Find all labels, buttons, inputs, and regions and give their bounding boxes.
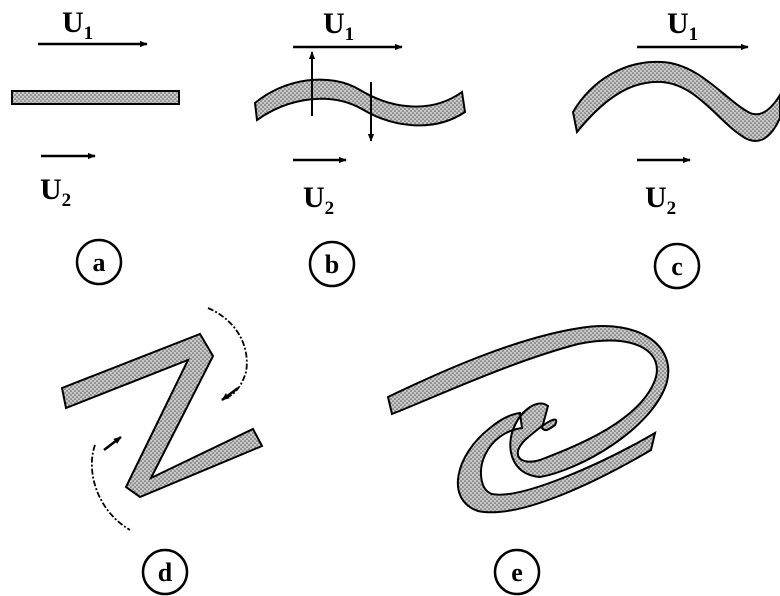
panel-label-c: c: [671, 252, 683, 281]
rotation-curve-right: [207, 307, 248, 398]
shear-layer-wave: [253, 78, 467, 127]
lower-velocity-label: U2: [40, 173, 71, 211]
panel-c: U1 U2 c: [571, 7, 780, 290]
shear-layer-wave-grown: [571, 60, 780, 142]
rotation-arrow-right: [221, 387, 239, 401]
rotation-curve-left: [91, 444, 131, 531]
panel-a: U1 U2 a: [11, 6, 180, 286]
shear-layer-flat: [11, 90, 180, 105]
upper-velocity-label: U1: [323, 7, 354, 45]
panel-label-b: b: [325, 250, 339, 279]
lower-velocity-label: U2: [303, 181, 334, 219]
panel-label-e: e: [511, 558, 523, 587]
shear-layer-rollup-vortex: [386, 325, 670, 514]
rotation-arrow-left: [103, 436, 122, 451]
panel-e: e: [386, 325, 670, 596]
panel-label-circle: [308, 240, 356, 288]
shear-layer-steepened: [60, 332, 264, 499]
panel-label-circle: [653, 242, 701, 290]
upper-velocity-label: U1: [62, 6, 93, 44]
panel-b: U1 U2 b: [253, 7, 467, 288]
panel-d: d: [60, 307, 264, 596]
lower-velocity-label: U2: [645, 181, 676, 219]
panel-label-d: d: [158, 558, 173, 587]
panel-label-circle: [493, 548, 541, 596]
panel-label-circle: [75, 238, 123, 286]
panel-label-a: a: [93, 248, 106, 277]
upper-velocity-label: U1: [667, 7, 698, 45]
panel-label-circle: [141, 548, 189, 596]
